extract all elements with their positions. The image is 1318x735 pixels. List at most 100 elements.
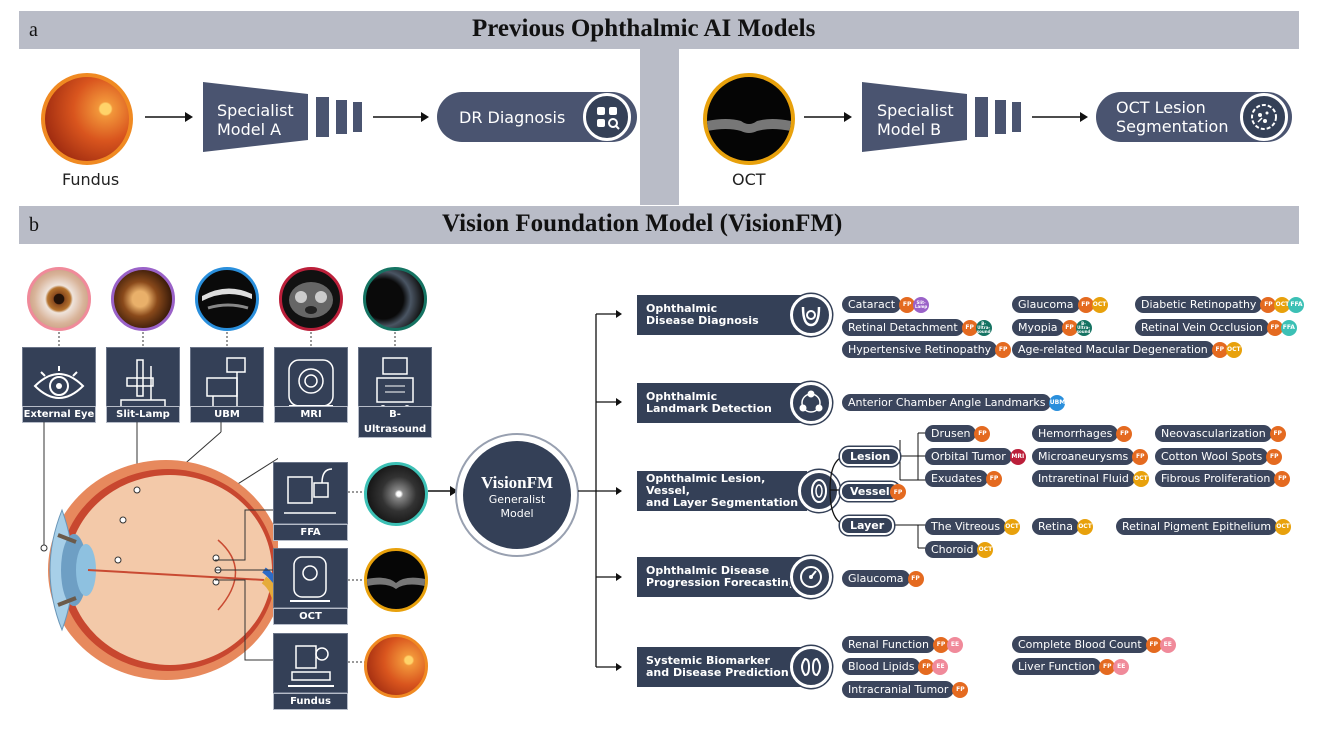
task-line: Ophthalmic Lesion, Vessel, (646, 472, 766, 497)
task-chip-label: Liver Function (1012, 658, 1102, 675)
task-chip-label: Cataract (842, 296, 902, 313)
specialist-model-b-line2: Model B (877, 120, 942, 139)
sub-tree-branches (917, 432, 926, 549)
panel-a-header (19, 11, 1299, 49)
modality-badge: FP (952, 681, 969, 698)
modality-badge: EE (932, 658, 949, 675)
modality-badge: OCT (1004, 518, 1021, 535)
external-eye-image (27, 267, 91, 331)
oct-device-icon (273, 548, 348, 608)
modality-badge: OCT (1275, 518, 1292, 535)
task-chip-label: Orbital Tumor (925, 448, 1012, 465)
task-chip-label: Retinal Vein Occlusion (1135, 319, 1269, 336)
modality-badge: FP (1274, 470, 1291, 487)
task-chip-label: Myopia (1012, 319, 1064, 336)
modality-badge: FP (1061, 319, 1078, 336)
task-line: and Layer Segmentation (646, 496, 799, 509)
arrow-icon (145, 112, 193, 122)
modality-badge: B-Ultra-sound (1075, 319, 1092, 336)
device-label-ffa: FFA (273, 524, 348, 541)
task-chip-label: Hypertensive Retinopathy (842, 341, 998, 358)
task-line: and Disease Prediction (646, 666, 789, 679)
dotted-connectors (58, 332, 396, 348)
modality-badge: B-Ultra-sound (975, 319, 992, 336)
landmark-nodes-icon (790, 382, 832, 424)
modality-badge: FP (918, 658, 935, 675)
sub-label-lesion: Lesion (840, 447, 901, 466)
task-chip-label: The Vitreous (925, 518, 1007, 535)
task-chip-label: Intraretinal Fluid (1032, 470, 1135, 487)
arrow-icon (804, 112, 852, 122)
segmentation-eye-icon (798, 470, 840, 512)
specialist-model-b-shape (862, 82, 1021, 152)
modality-badge: FP (1099, 658, 1116, 675)
device-label-fundus: Fundus (273, 693, 348, 710)
specialist-model-a-shape (203, 82, 362, 152)
fundus-image (41, 73, 133, 165)
task-chip-label: Anterior Chamber Angle Landmarks (842, 394, 1052, 411)
task-line: Ophthalmic Disease (646, 564, 770, 577)
modality-badge: FP (1132, 448, 1149, 465)
modality-badge: FP (932, 636, 949, 653)
task-chip-label: Hemorrhages (1032, 425, 1119, 442)
modality-badge: MRI (1009, 448, 1026, 465)
modality-badge: OCT (1077, 518, 1093, 535)
modality-badge: OCT (977, 541, 994, 558)
task-chip-label: Blood Lipids (842, 658, 921, 675)
arrow-icon (1032, 112, 1088, 122)
task-line: Ophthalmic (646, 390, 718, 403)
slit-lamp-image (111, 267, 175, 331)
panel-b-header (19, 206, 1299, 244)
arrow-icon (373, 112, 429, 122)
kidney-icon (790, 646, 832, 688)
task-chip-label: Diabetic Retinopathy (1135, 296, 1263, 313)
modality-badge: EE (1113, 658, 1130, 675)
task-chip-label: Cotton Wool Spots (1155, 448, 1269, 465)
segmentation-cell-icon (1240, 93, 1288, 141)
device-label-slit-lamp: Slit-Lamp (106, 406, 180, 423)
panel-a-title: Previous Ophthalmic AI Models (472, 15, 816, 42)
task-line: Landmark Detection (646, 402, 772, 415)
modality-badge: FP (961, 319, 978, 336)
oct-lesion-line2: Segmentation (1116, 117, 1229, 136)
task-chip-label: Exudates (925, 470, 988, 487)
task-chip-label: Glaucoma (842, 570, 910, 587)
oct-side-image (364, 548, 428, 612)
ubm-image (195, 267, 259, 331)
task-chip-label: Neovascularization (1155, 425, 1272, 442)
mri-image (279, 267, 343, 331)
visionfm-name: VisionFM (480, 473, 554, 492)
fundus-side-image (364, 634, 428, 698)
fundus-label: Fundus (62, 170, 120, 189)
oct-image (703, 73, 795, 165)
specialist-model-a-line1: Specialist (217, 101, 294, 120)
gauge-icon (790, 556, 832, 598)
modality-badge: OCT (1091, 296, 1108, 313)
device-label-oct: OCT (273, 608, 348, 625)
task-line: Progression Forecasting (646, 576, 797, 589)
modality-badge: OCT (1132, 470, 1149, 487)
task-chip-label: Glaucoma (1012, 296, 1080, 313)
oct-lesion-line1: OCT Lesion (1116, 98, 1206, 117)
visionfm-line1: Generalist (488, 493, 546, 506)
eye-socket-icon (790, 294, 832, 336)
specialist-model-b-line1: Specialist (877, 101, 954, 120)
modality-badge: OCT (1274, 296, 1291, 313)
